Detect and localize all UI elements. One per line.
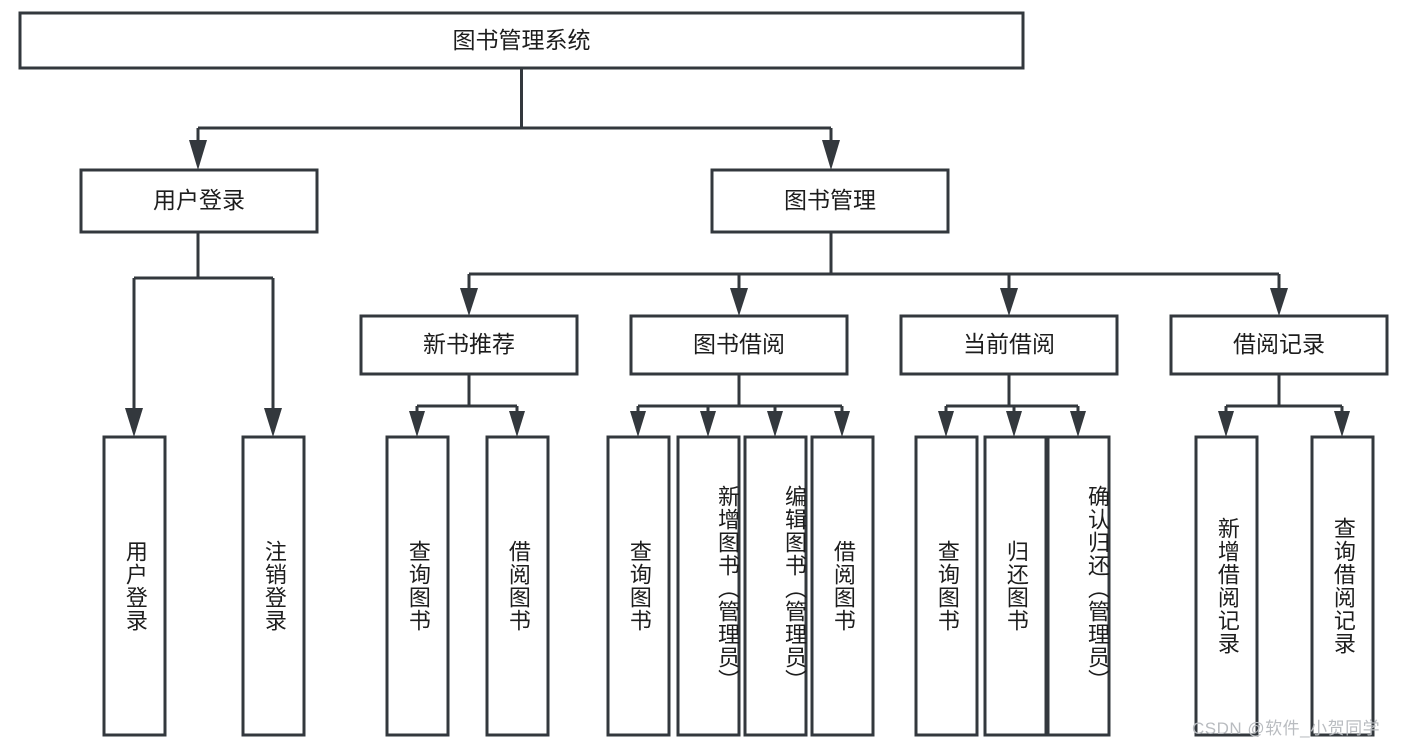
arrow-head-leaf-query-book-recommend — [409, 411, 425, 437]
arrow-head-leaf-query-book-current — [938, 411, 954, 437]
node-box-book-borrow[interactable] — [629, 314, 849, 376]
node-box-leaf-add-book-admin[interactable] — [676, 435, 741, 737]
node-box-user-login[interactable] — [79, 168, 319, 234]
connector-group-book-management-to-level3 — [460, 232, 1288, 316]
node-box-book-management[interactable] — [710, 168, 950, 234]
connector-group-borrow-record-to-leaves — [1218, 374, 1350, 437]
arrow-head-book-borrow — [730, 288, 748, 316]
arrow-head-leaf-logout-login — [264, 408, 282, 437]
arrow-head-leaf-query-borrow-record — [1334, 411, 1350, 437]
node-box-borrow-record[interactable] — [1169, 314, 1389, 376]
csdn-watermark: CSDN @软件_小贺同学 — [1192, 719, 1381, 738]
arrow-head-leaf-borrow-book-recommend — [509, 411, 525, 437]
node-box-leaf-add-borrow-record[interactable] — [1194, 435, 1259, 737]
arrow-head-user-login — [189, 140, 207, 170]
arrow-head-leaf-return-book — [1006, 411, 1022, 437]
node-box-leaf-borrow-book[interactable] — [810, 435, 875, 737]
node-box-leaf-return-book[interactable] — [983, 435, 1048, 737]
arrow-head-leaf-edit-book-admin — [767, 411, 783, 437]
node-box-leaf-borrow-book-recommend[interactable] — [485, 435, 550, 737]
node-box-leaf-confirm-return-admin[interactable] — [1046, 435, 1111, 737]
arrow-head-leaf-add-book-admin — [700, 411, 716, 437]
connector-group-user-login-to-leaves — [125, 232, 282, 437]
node-box-leaf-query-book-recommend[interactable] — [385, 435, 450, 737]
arrow-head-leaf-add-borrow-record — [1218, 411, 1234, 437]
node-box-leaf-query-book-current[interactable] — [914, 435, 979, 737]
node-box-leaf-user-login[interactable] — [102, 435, 167, 737]
node-box-current-borrow[interactable] — [899, 314, 1119, 376]
node-box-leaf-logout-login[interactable] — [241, 435, 306, 737]
arrow-head-leaf-user-login — [125, 408, 143, 437]
arrow-head-book-management — [822, 140, 840, 170]
arrow-head-current-borrow — [1000, 288, 1018, 316]
arrow-head-new-book-recommend — [460, 288, 478, 316]
arrow-head-leaf-borrow-book — [834, 411, 850, 437]
connector-group-root-to-level2 — [189, 68, 840, 170]
node-box-root[interactable] — [18, 11, 1025, 70]
arrow-head-borrow-record — [1270, 288, 1288, 316]
arrow-head-leaf-confirm-return-admin — [1070, 411, 1086, 437]
connector-group-new-book-recommend-to-leaves — [409, 374, 525, 437]
node-box-leaf-query-borrow-record[interactable] — [1310, 435, 1375, 737]
connector-group-current-borrow-to-leaves — [938, 374, 1086, 437]
connector-group-book-borrow-to-leaves — [630, 374, 850, 437]
node-box-leaf-edit-book-admin[interactable] — [743, 435, 808, 737]
node-box-new-book-recommend[interactable] — [359, 314, 579, 376]
arrow-head-leaf-query-book-borrow — [630, 411, 646, 437]
node-box-leaf-query-book-borrow[interactable] — [606, 435, 671, 737]
